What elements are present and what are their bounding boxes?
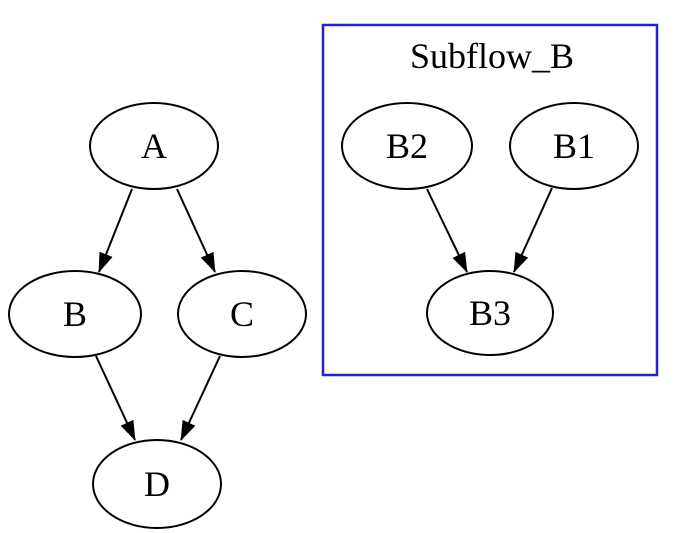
node-D-label: D: [144, 464, 170, 504]
node-B1-ellipse: [509, 102, 639, 190]
node-D-ellipse: [92, 439, 222, 529]
node-B1: B1: [509, 102, 639, 190]
node-B-label: B: [63, 294, 87, 334]
edge-B1-to-B3: [513, 187, 553, 273]
node-B-ellipse: [8, 270, 142, 358]
node-A-ellipse: [89, 102, 219, 190]
node-B: B: [8, 270, 142, 358]
cluster-subflow-b-box: [321, 23, 659, 377]
edge-A-to-C: [176, 188, 216, 273]
edge-A-to-B: [98, 188, 133, 273]
node-C-label: C: [230, 294, 254, 334]
node-D: D: [92, 439, 222, 529]
edge-B-to-D: [95, 355, 136, 441]
node-B1-label: B1: [553, 126, 595, 166]
node-B2: B2: [341, 102, 473, 190]
edge-B2-to-B3: [426, 188, 468, 273]
node-B2-ellipse: [341, 102, 473, 190]
node-B3: B3: [426, 270, 554, 356]
edge-C-to-D: [180, 355, 221, 441]
node-B2-label: B2: [386, 126, 428, 166]
node-C-ellipse: [177, 270, 307, 358]
node-B3-ellipse: [426, 270, 554, 356]
node-A: A: [89, 102, 219, 190]
node-A-label: A: [141, 126, 167, 166]
cluster-subflow-b-title: Subflow_B: [410, 36, 574, 76]
node-C: C: [177, 270, 307, 358]
node-B3-label: B3: [469, 293, 511, 333]
